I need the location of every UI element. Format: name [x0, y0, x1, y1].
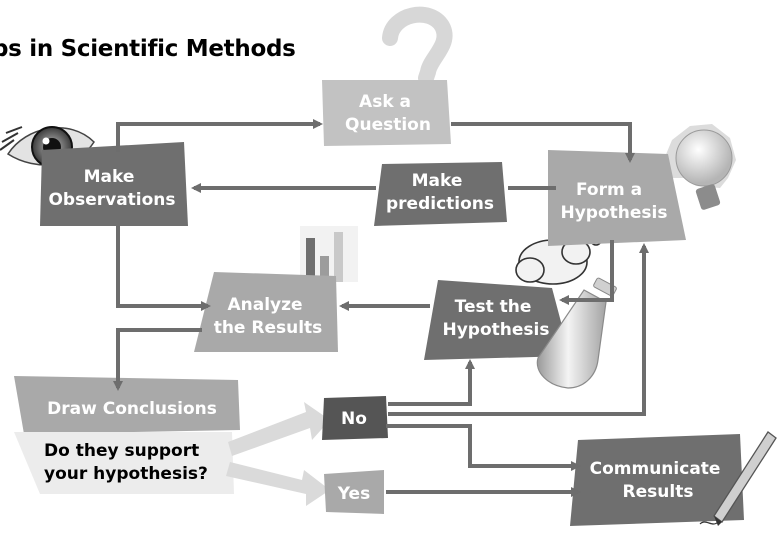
observe-label: Make Observations — [48, 167, 175, 210]
question-label: Do they support your hypothesis? — [44, 441, 208, 484]
question-label-line1: Do they support — [44, 441, 199, 461]
communicate-label-line2: Results — [623, 482, 694, 502]
analyze-results-box — [194, 272, 338, 352]
connectors — [113, 119, 649, 497]
test-hypothesis-box — [424, 280, 570, 360]
analyze-label: Analyze the Results — [214, 295, 323, 338]
arrow-to-no — [228, 402, 330, 456]
communicate-label-line1: Communicate — [590, 459, 721, 479]
question-panel — [14, 432, 234, 494]
predict-label-line2: predictions — [386, 194, 494, 214]
arrow-ask-to-hypothesis — [451, 122, 635, 163]
analyze-label-line2: the Results — [214, 318, 323, 338]
predict-label-line1: Make — [412, 171, 463, 191]
make-observations-box — [40, 142, 188, 226]
no-label: No — [341, 409, 367, 429]
yes-label: Yes — [337, 484, 370, 504]
thought-cloud-icon — [515, 228, 608, 285]
diagram-title: ps in Scientific Methods — [0, 36, 296, 62]
arrow-hypothesis-to-test — [559, 240, 614, 305]
communicate-label: Communicate Results — [590, 459, 727, 502]
arrow-observe-to-analyze — [116, 226, 211, 311]
draw-conclusions-box — [14, 376, 240, 434]
arrow-no-to-hypothesis — [388, 243, 649, 416]
observe-label-line2: Observations — [48, 190, 175, 210]
make-predictions-box — [374, 162, 507, 226]
ask-label: Ask a Question — [345, 92, 431, 135]
lightbulb-icon — [662, 124, 736, 210]
ask-label-line2: Question — [345, 115, 431, 135]
analyze-label-line1: Analyze — [228, 295, 303, 315]
ask-question-box — [322, 80, 451, 146]
arrow-to-yes — [226, 462, 330, 506]
observe-label-line1: Make — [84, 167, 135, 187]
question-label-line2: your hypothesis? — [44, 464, 208, 484]
hypothesis-label-line1: Form a — [576, 180, 642, 200]
conclude-label: Draw Conclusions — [47, 399, 217, 419]
predict-label: Make predictions — [386, 171, 494, 214]
arrow-analyze-to-conclude — [113, 328, 202, 391]
form-hypothesis-box — [548, 150, 686, 246]
test-label-line1: Test the — [455, 297, 532, 317]
communicate-results-box — [570, 434, 744, 526]
hypothesis-label: Form a Hypothesis — [561, 180, 668, 223]
hypothesis-label-line2: Hypothesis — [561, 203, 668, 223]
yes-box — [324, 470, 384, 514]
bar-chart-icon — [300, 226, 358, 282]
arrow-no-to-test — [388, 359, 475, 406]
test-label-line2: Hypothesis — [443, 320, 550, 340]
pen-icon — [699, 431, 777, 526]
no-box — [322, 396, 388, 440]
test-label: Test the Hypothesis — [443, 297, 550, 340]
ask-label-line1: Ask a — [359, 92, 411, 112]
arrow-no-to-communicate — [386, 424, 581, 471]
arrow-observe-to-ask — [116, 119, 323, 152]
